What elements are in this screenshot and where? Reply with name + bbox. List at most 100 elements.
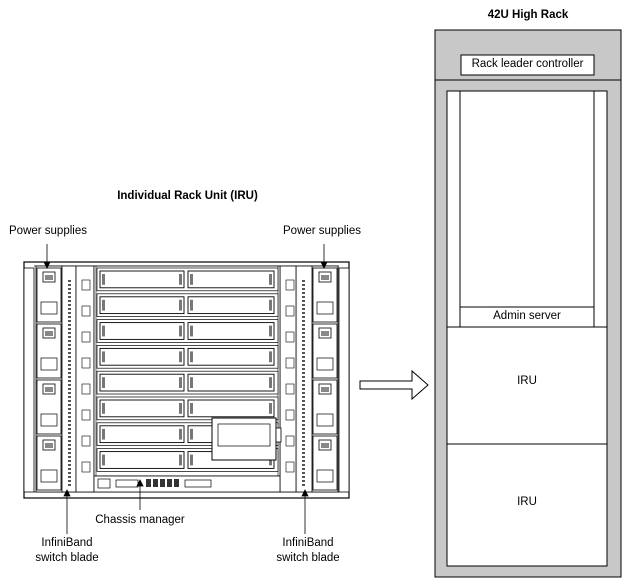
front-display-latch xyxy=(275,427,282,443)
cm-port xyxy=(174,479,179,487)
arrow-icon xyxy=(359,369,429,401)
vent-dot xyxy=(68,400,71,402)
blade-slot xyxy=(99,347,185,366)
vent-dot xyxy=(302,420,305,422)
vent-dot xyxy=(68,412,71,414)
vent-dot xyxy=(302,356,305,358)
vent-dot xyxy=(302,376,305,378)
vent-dot xyxy=(68,304,71,306)
blade-handle xyxy=(269,274,272,285)
power-supply-vent xyxy=(316,469,334,483)
vent-dot xyxy=(302,424,305,426)
power-inlet-pins xyxy=(45,275,53,280)
vent-dot xyxy=(68,452,71,454)
switch-port xyxy=(285,279,295,291)
blade-slot xyxy=(187,347,275,366)
vent-dot xyxy=(302,440,305,442)
blade-handle xyxy=(179,325,182,337)
chassis-manager-label: Chassis manager xyxy=(95,514,185,526)
infiniband-right-line-1: InfiniBand xyxy=(282,537,334,549)
vent-dot xyxy=(68,384,71,386)
blade-slot xyxy=(187,322,275,340)
blade-slot xyxy=(99,373,185,392)
switch-port xyxy=(81,435,91,447)
blade-handle xyxy=(269,377,272,388)
blade-handle xyxy=(190,428,193,440)
vent-dot xyxy=(68,436,71,438)
power-inlet-pins xyxy=(321,275,329,280)
vent-dot xyxy=(302,348,305,350)
vent-dot xyxy=(68,480,71,482)
iru-ear-right xyxy=(338,267,350,493)
switch-port xyxy=(81,409,91,421)
vent-dot xyxy=(302,344,305,346)
vent-dot xyxy=(302,476,305,478)
vent-dot xyxy=(68,484,71,486)
iru-generated-parts xyxy=(36,267,338,491)
power-supply-vent xyxy=(40,301,58,315)
blade-handle xyxy=(190,403,193,414)
vent-dot xyxy=(302,316,305,318)
blade-handle xyxy=(269,299,272,311)
power-inlet-pins xyxy=(45,387,53,392)
power-inlet-pins xyxy=(321,443,329,448)
infiniband-left-line-1: InfiniBand xyxy=(41,537,93,549)
cm-connector xyxy=(115,479,139,488)
vent-dot xyxy=(302,464,305,466)
infiniband-left-label: InfiniBand switch blade xyxy=(17,536,117,566)
vent-dot xyxy=(68,312,71,314)
power-supply-vent xyxy=(40,469,58,483)
blade-handle xyxy=(269,403,272,414)
power-supply-vent xyxy=(316,357,334,371)
power-supplies-right-label: Power supplies xyxy=(283,225,361,237)
vent-dot xyxy=(302,456,305,458)
switch-port xyxy=(81,461,91,473)
blade-handle xyxy=(190,274,193,285)
vent-dot xyxy=(302,404,305,406)
power-supply-vent xyxy=(316,413,334,427)
admin-server-region xyxy=(459,90,595,328)
blade-handle xyxy=(190,299,193,311)
blade-slot xyxy=(99,296,185,315)
vent-dot xyxy=(68,300,71,302)
vent-dot xyxy=(302,360,305,362)
vent-dot xyxy=(302,296,305,298)
vent-dot xyxy=(68,324,71,326)
vent-dot xyxy=(68,472,71,474)
vent-dot xyxy=(302,352,305,354)
vent-dot xyxy=(302,436,305,438)
power-supply-vent xyxy=(40,357,58,371)
rack-iru-upper-label: IRU xyxy=(517,375,537,387)
vent-dot xyxy=(302,384,305,386)
vent-dot xyxy=(68,392,71,394)
vent-dot xyxy=(302,292,305,294)
cm-connector xyxy=(97,478,111,489)
iru-ear-left xyxy=(23,267,35,493)
vent-dot xyxy=(68,404,71,406)
blade-handle xyxy=(179,299,182,311)
vent-dot xyxy=(68,416,71,418)
blade-handle xyxy=(179,454,182,466)
power-inlet-pins xyxy=(321,387,329,392)
vent-dot xyxy=(302,388,305,390)
switch-port xyxy=(285,331,295,343)
infiniband-right-line-2: switch blade xyxy=(276,552,340,564)
power-supply-vent xyxy=(40,413,58,427)
infiniband-left-line-2: switch blade xyxy=(35,552,99,564)
vent-dot xyxy=(302,460,305,462)
blade-handle xyxy=(269,325,272,337)
cm-port xyxy=(167,479,172,487)
vent-dot xyxy=(68,344,71,346)
rack-leader-controller-label: Rack leader controller xyxy=(471,58,584,70)
vent-dot xyxy=(302,320,305,322)
infiniband-blade-left xyxy=(61,265,77,493)
vent-dot xyxy=(302,444,305,446)
vent-dot xyxy=(68,432,71,434)
vent-dot xyxy=(68,420,71,422)
power-inlet-pins xyxy=(321,331,329,336)
vent-dot xyxy=(302,392,305,394)
blade-slot xyxy=(187,399,275,418)
vent-dot xyxy=(68,360,71,362)
power-supplies-left-label: Power supplies xyxy=(9,225,87,237)
